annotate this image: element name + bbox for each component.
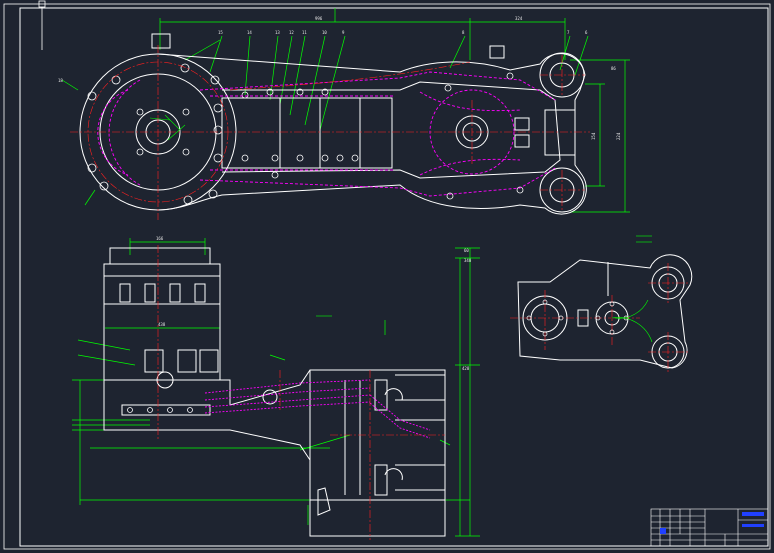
front-view-chain [204, 379, 431, 439]
dim-top-small: 86 [611, 66, 616, 71]
leader-label-b: 15 [218, 30, 223, 35]
section-note [316, 235, 652, 317]
side-view-dimensions [611, 299, 653, 343]
leader-label-c: 14 [247, 30, 252, 35]
top-view-dimensions [61, 8, 630, 213]
leader-label-a: 18 [58, 78, 63, 83]
dim-front-top-b: 340 [464, 258, 472, 263]
leader-label-e: 12 [289, 30, 294, 35]
top-view-leader-labels: 18 15 14 13 12 11 10 9 8 7 6 [58, 30, 588, 83]
top-view-dim-text: 996 324 224 154 86 [315, 16, 621, 140]
leader-label-j: 7 [567, 30, 570, 35]
side-view-bolts [526, 299, 629, 337]
drawing-border [3, 3, 771, 550]
title-block-color-mark [660, 528, 666, 534]
side-view [510, 254, 693, 372]
top-view-center-detail [149, 114, 186, 141]
dim-front-flange: 166 [156, 236, 164, 241]
leader-label-f: 11 [302, 30, 307, 35]
dim-top-overall: 996 [315, 16, 323, 21]
ucs-icon [38, 0, 46, 50]
title-block-marks [660, 512, 764, 534]
title-block [650, 508, 769, 547]
top-view: 996 324 224 154 86 [58, 8, 630, 220]
side-view-centerlines [510, 263, 688, 372]
top-view-bolts [87, 63, 524, 205]
title-block-code-box [742, 524, 764, 527]
front-view-dim-text: 166 438 60 340 428 [156, 236, 472, 371]
dim-front-width: 438 [158, 322, 166, 327]
front-view-bolts [127, 407, 193, 413]
top-view-centerlines [70, 45, 590, 220]
dim-top-inner-height: 154 [591, 132, 596, 140]
dim-top-height: 224 [616, 132, 621, 140]
leader-label-g: 10 [322, 30, 327, 35]
dim-front-mid: 428 [462, 366, 470, 371]
leader-label-d: 13 [275, 30, 280, 35]
front-view-centerlines [157, 245, 445, 540]
leader-label-h: 9 [342, 30, 345, 35]
dim-top-right: 324 [515, 16, 523, 21]
leader-label-k: 6 [585, 30, 588, 35]
dim-front-top-a: 60 [464, 248, 469, 253]
leader-label-i: 8 [462, 30, 465, 35]
front-view: 166 438 60 340 428 [72, 236, 480, 540]
title-block-name-box [742, 512, 764, 516]
